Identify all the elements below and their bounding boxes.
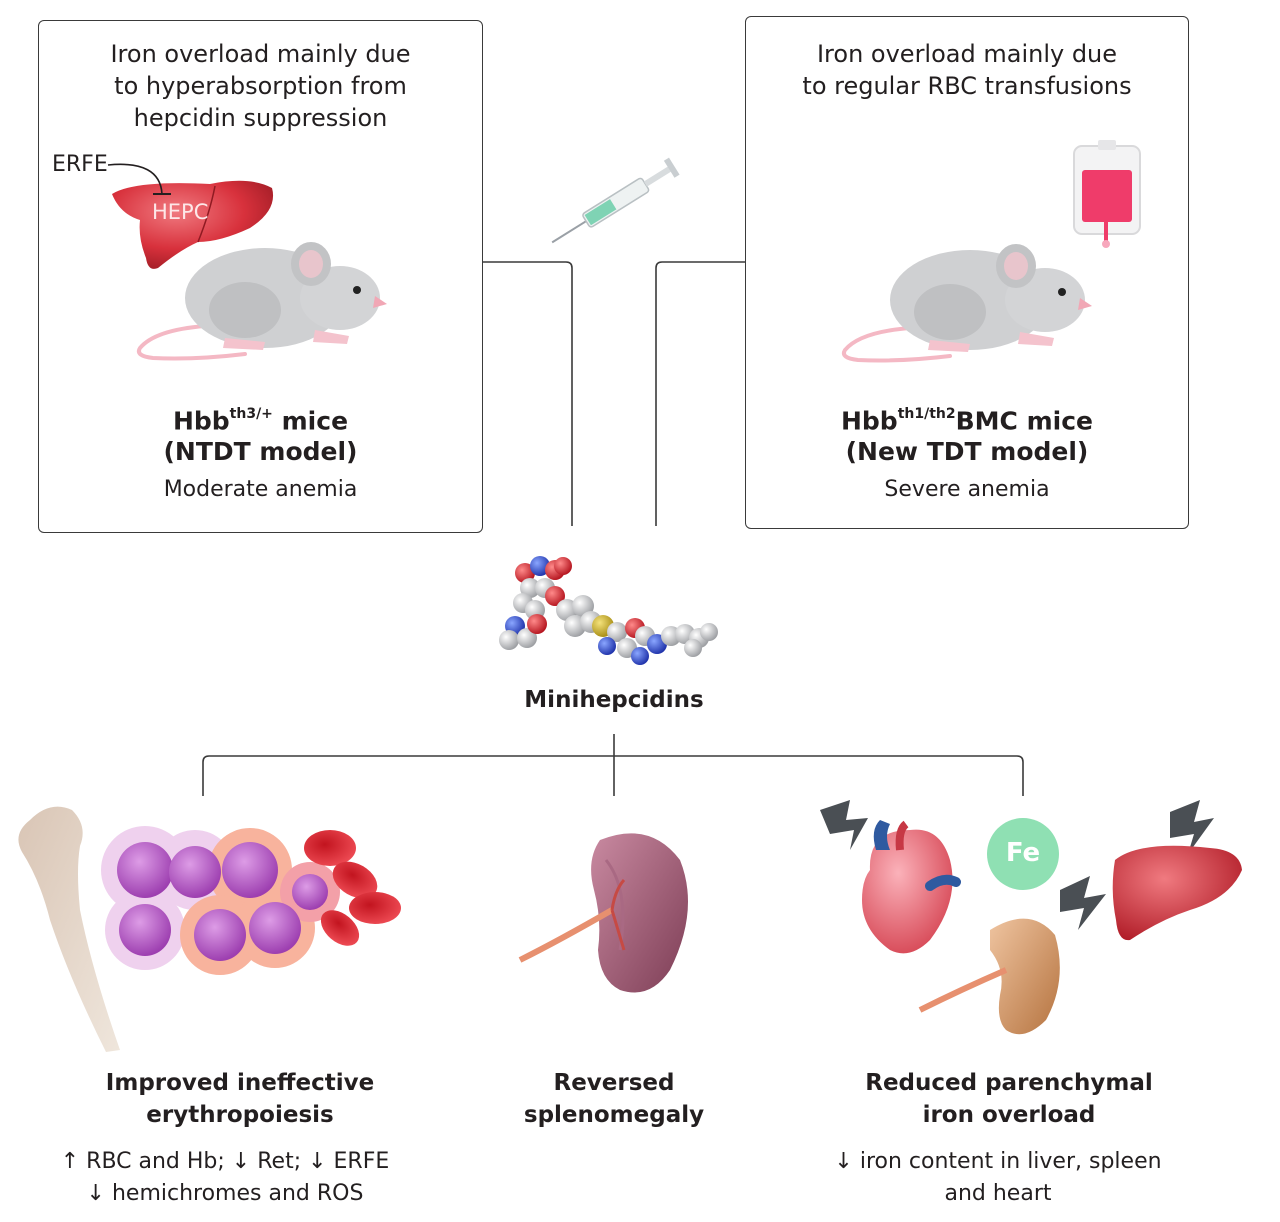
right-model-gene: Hbb [840, 406, 898, 436]
outcome-1-detail-line-1: ↑ RBC and Hb; ↓ Ret; ↓ ERFE [60, 1149, 390, 1174]
left-caption-line-3: hepcidin suppression [133, 104, 388, 132]
outcome-3-detail-line-2: and heart [944, 1181, 1052, 1206]
mouse-icon-right [841, 244, 1092, 363]
outcome-3-detail: ↓ iron content in liver, spleen and hear… [780, 1146, 1216, 1210]
outcome-2-title-line-2: splenomegaly [523, 1102, 705, 1128]
left-model-suffix: mice [272, 406, 349, 436]
mouse-icon-left [136, 242, 387, 361]
right-caption-line-2: to regular RBC transfusions [802, 72, 1132, 100]
organs-iron-icon [820, 800, 1242, 1035]
bone-cells-icon [18, 806, 401, 1052]
right-model-genotype: th1/th2 [897, 406, 956, 422]
spleen-icon [518, 833, 688, 993]
right-model-type: (New TDT model) [845, 437, 1089, 466]
liver-hepc-icon [107, 163, 274, 269]
outcome-1-title: Improved ineffective erythropoiesis [40, 1067, 440, 1131]
right-caption-line-1: Iron overload mainly due [816, 40, 1118, 68]
outcome-3-title: Reduced parenchymal iron overload [800, 1067, 1218, 1131]
left-caption-line-2: to hyperabsorption from [114, 72, 407, 100]
outcome-2-title: Reversed splenomegaly [464, 1067, 764, 1131]
right-model-suffix: BMC mice [955, 406, 1094, 436]
right-panel-caption: Iron overload mainly due to regular RBC … [745, 38, 1189, 102]
outcome-3-detail-line-1: ↓ iron content in liver, spleen [834, 1149, 1162, 1174]
blood-bag-icon [1073, 140, 1141, 248]
left-model-name: Hbbth3/+ mice [38, 398, 483, 439]
molecule-icon [499, 556, 718, 665]
erfe-label: ERFE [52, 152, 108, 177]
left-model-severity: Moderate anemia [163, 477, 358, 502]
syringe-icon [551, 157, 680, 244]
outcome-3-title-line-1: Reduced parenchymal [865, 1070, 1153, 1096]
outcome-1-title-line-1: Improved ineffective [105, 1070, 375, 1096]
right-model-name: Hbbth1/th2BMC mice [745, 398, 1189, 439]
drug-label: Minihepcidins [524, 687, 704, 713]
left-caption-line-1: Iron overload mainly due [110, 40, 411, 68]
right-model-severity: Severe anemia [884, 477, 1050, 502]
left-model-genotype: th3/+ [229, 406, 273, 422]
hepc-label: HEPC [152, 200, 209, 224]
left-model-type: (NTDT model) [163, 437, 358, 466]
left-panel-caption: Iron overload mainly due to hyperabsorpt… [38, 38, 483, 134]
outcome-1-detail-line-2: ↓ hemichromes and ROS [86, 1181, 364, 1206]
outcome-1-detail: ↑ RBC and Hb; ↓ Ret; ↓ ERFE ↓ hemichrome… [10, 1146, 440, 1210]
outcome-2-title-line-1: Reversed [553, 1070, 675, 1096]
outcome-3-title-line-2: iron overload [922, 1102, 1096, 1128]
left-model-gene: Hbb [172, 406, 230, 436]
outcome-1-title-line-2: erythropoiesis [146, 1102, 334, 1128]
fe-label: Fe [1005, 838, 1041, 868]
